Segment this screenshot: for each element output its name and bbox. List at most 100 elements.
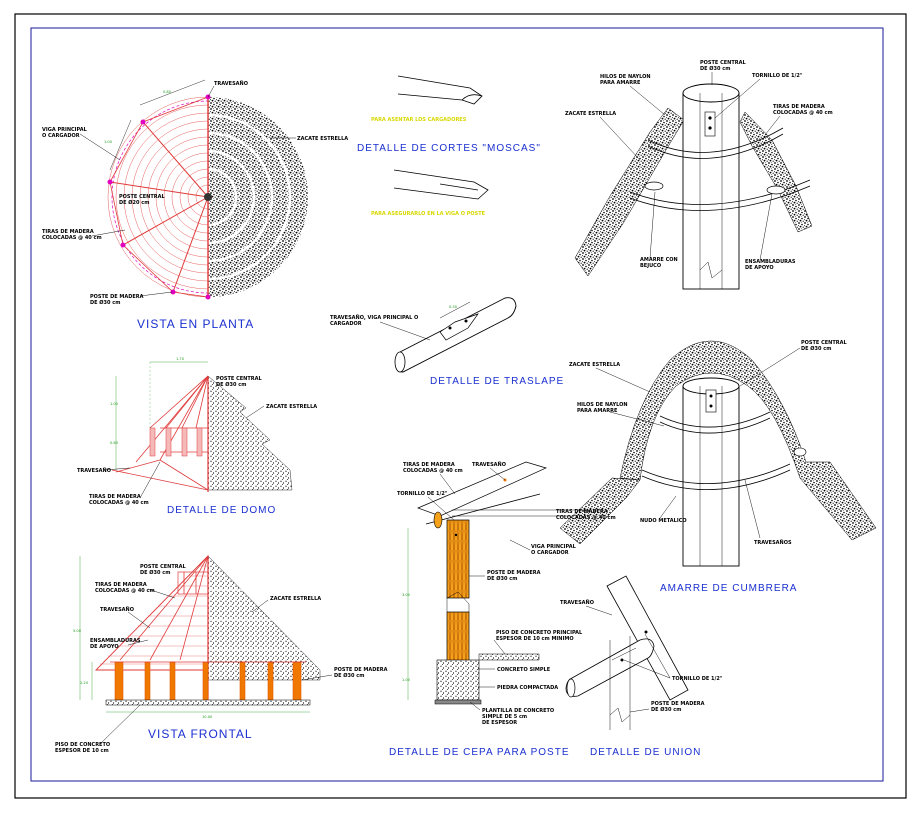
post-thatch-detail bbox=[574, 83, 813, 290]
cepa-viga-1: VIGA PRINCIPAL bbox=[531, 544, 577, 550]
cumb-poste-1: POSTE CENTRAL bbox=[801, 340, 847, 346]
cepa-plantilla-3: DE ESPESOR bbox=[482, 720, 517, 726]
top-ensamb-1: ENSAMBLADURAS bbox=[745, 259, 796, 265]
dim-planta-b: 1.00 bbox=[104, 140, 113, 144]
frontal-tiras-2: COLOCADAS @ 40 cm bbox=[95, 588, 155, 594]
union-poste-1: POSTE DE MADERA bbox=[651, 701, 705, 707]
dim-frontal-w: 10.00 bbox=[202, 715, 213, 719]
cepa-tiras-right-1: TIRAS DE MADERA bbox=[556, 509, 608, 515]
planta-tiras-1: TIRAS DE MADERA bbox=[42, 229, 94, 235]
union-tornillo: TORNILLO DE 1/2" bbox=[672, 676, 723, 682]
cepa-travesano: TRAVESAÑO bbox=[472, 461, 506, 468]
frontal-piso-2: ESPESOR DE 10 cm bbox=[55, 748, 109, 754]
planta-zacate-note: ZACATE ESTRELLA bbox=[297, 136, 348, 142]
inner-frame bbox=[30, 27, 884, 782]
cepa-tiras-2: COLOCADAS @ 40 cm bbox=[403, 468, 463, 474]
dome-detail bbox=[111, 361, 293, 492]
overlap-detail bbox=[394, 297, 517, 373]
plan-view bbox=[107, 79, 308, 300]
dim-domo-h1: 1.00 bbox=[110, 402, 119, 406]
frontal-ensamb-1: ENSAMBLADURAS bbox=[90, 638, 141, 644]
cepa-piedra: PIEDRA COMPACTADA bbox=[497, 685, 558, 691]
frontal-poste-1: POSTE CENTRAL bbox=[140, 564, 186, 570]
outer-frame bbox=[14, 13, 907, 799]
frontal-ensamb-2: DE APOYO bbox=[90, 644, 119, 650]
title-domo: DETALLE DE DOMO bbox=[167, 505, 276, 516]
cumb-poste-2: DE Ø30 cm bbox=[801, 345, 831, 352]
domo-tiras-1: TIRAS DE MADERA bbox=[89, 494, 141, 500]
cepa-concreto: CONCRETO SIMPLE bbox=[497, 667, 551, 673]
union-travesano: TRAVESAÑO bbox=[560, 599, 594, 606]
traslape-label-1: TRAVESAÑO, VIGA PRINCIPAL O bbox=[330, 314, 418, 321]
cepa-poste-2: DE Ø30 cm bbox=[487, 575, 517, 582]
union-poste-2: DE Ø30 cm bbox=[651, 706, 681, 713]
cepa-viga-2: O CARGADOR bbox=[531, 550, 569, 556]
planta-poste-madera-1: POSTE DE MADERA bbox=[90, 294, 144, 300]
dim-frontal-h2: 2.20 bbox=[80, 681, 89, 685]
cumb-hilos-1: HILOS DE NAYLON bbox=[577, 402, 628, 408]
planta-viga-note-2: O CARGADOR bbox=[42, 133, 80, 139]
top-tornillo: TORNILLO DE 1/2" bbox=[752, 73, 803, 79]
planta-viga-note-1: VIGA PRINCIPAL bbox=[42, 127, 88, 133]
top-poste-central-2: DE Ø30 cm bbox=[700, 65, 730, 72]
cepa-piso-1: PISO DE CONCRETO PRINCIPAL bbox=[496, 630, 583, 636]
top-hilos-1: HILOS DE NAYLON bbox=[600, 74, 651, 80]
frontal-travesano: TRAVESAÑO bbox=[100, 606, 134, 613]
ridge-tie-detail bbox=[559, 340, 877, 567]
frontal-piso-1: PISO DE CONCRETO bbox=[55, 742, 110, 748]
frontal-tiras-1: TIRAS DE MADERA bbox=[95, 582, 147, 588]
title-vista-planta: VISTA EN PLANTA bbox=[137, 317, 254, 331]
footing-detail bbox=[407, 461, 590, 705]
top-zacate: ZACATE ESTRELLA bbox=[565, 111, 616, 117]
title-traslape: DETALLE DE TRASLAPE bbox=[430, 376, 564, 387]
dim-domo-top: 1.70 bbox=[176, 357, 185, 361]
frontal-poste-madera-1: POSTE DE MADERA bbox=[334, 667, 388, 673]
cortes-note-bottom: PARA ASEGURARLO EN LA VIGA O POSTE bbox=[371, 211, 486, 217]
frontal-zacate: ZACATE ESTRELLA bbox=[270, 596, 321, 602]
planta-travesano-note: TRAVESAÑO bbox=[214, 80, 248, 87]
frontal-poste-madera-2: DE Ø30 cm bbox=[334, 672, 364, 679]
planta-tiras-2: COLOCADAS @ 40 cm bbox=[42, 235, 102, 241]
cepa-tiras-right-2: COLOCADAS @ 40 cm bbox=[556, 515, 616, 521]
top-tiras-1: TIRAS DE MADERA bbox=[773, 104, 825, 110]
cepa-poste-1: POSTE DE MADERA bbox=[487, 570, 541, 576]
planta-poste-central-2: DE Ø20 cm bbox=[119, 199, 149, 206]
top-amarre-1: AMARRE CON bbox=[640, 257, 678, 263]
domo-zacate: ZACATE ESTRELLA bbox=[266, 404, 317, 410]
cepa-plantilla-2: SIMPLE DE 5 cm bbox=[482, 714, 527, 720]
cortes-note-top: PARA ASENTAR LOS CARGADORES bbox=[371, 117, 467, 123]
cepa-tiras-1: TIRAS DE MADERA bbox=[403, 462, 455, 468]
dim-traslape: 0.30 bbox=[449, 305, 458, 309]
top-ensamb-2: DE APOYO bbox=[745, 265, 774, 271]
domo-poste-2: DE Ø30 cm bbox=[216, 381, 246, 388]
title-cepa: DETALLE DE CEPA PARA POSTE bbox=[389, 747, 570, 758]
dim-frontal-h1: 5.00 bbox=[73, 629, 82, 633]
frontal-poste-2: DE Ø30 cm bbox=[140, 569, 170, 576]
cumb-zacate: ZACATE ESTRELLA bbox=[569, 362, 620, 368]
planta-poste-central-1: POSTE CENTRAL bbox=[119, 194, 165, 200]
cepa-piso-2: ESPESOR DE 10 cm MINIMO bbox=[496, 636, 574, 642]
planta-poste-madera-2: DE Ø30 cm bbox=[90, 299, 120, 306]
dim-cepa-h2: 1.00 bbox=[402, 678, 411, 682]
cepa-plantilla-1: PLANTILLA DE CONCRETO bbox=[482, 708, 554, 714]
cumb-travesanos: TRAVESAÑOS bbox=[754, 539, 792, 546]
cut-detail bbox=[393, 75, 489, 200]
domo-travesano: TRAVESAÑO bbox=[77, 467, 111, 474]
traslape-label-2: CARGADOR bbox=[330, 321, 362, 327]
top-amarre-2: BEJUCO bbox=[640, 263, 661, 269]
front-elevation bbox=[79, 554, 321, 713]
title-vista-frontal: VISTA FRONTAL bbox=[148, 727, 253, 741]
cepa-tornillo: TORNILLO DE 1/2" bbox=[397, 491, 448, 497]
top-hilos-2: PARA AMARRE bbox=[600, 80, 641, 86]
dim-cepa-h1: 3.00 bbox=[402, 593, 411, 597]
title-cumbrera: AMARRE DE CUMBRERA bbox=[660, 583, 797, 594]
top-tiras-2: COLOCADAS @ 40 cm bbox=[773, 110, 833, 116]
dim-planta-a: 0.80 bbox=[163, 90, 172, 94]
cumb-hilos-2: PARA AMARRE bbox=[577, 408, 618, 414]
cumb-nudo: NUDO METALICO bbox=[640, 518, 687, 524]
title-union: DETALLE DE UNION bbox=[590, 747, 701, 758]
domo-poste-1: POSTE CENTRAL bbox=[216, 376, 262, 382]
domo-tiras-2: COLOCADAS @ 40 cm bbox=[89, 500, 149, 506]
dim-domo-h2: 0.60 bbox=[110, 441, 119, 445]
